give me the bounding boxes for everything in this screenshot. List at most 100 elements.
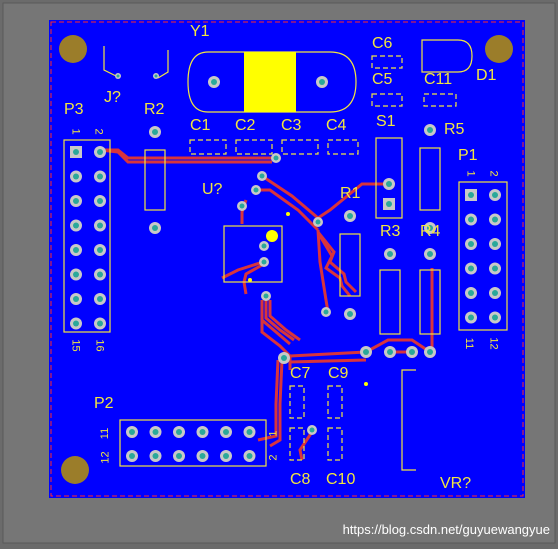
header-pin[interactable] [70, 244, 82, 256]
header-pin[interactable] [94, 219, 106, 232]
label-c8: C8 [290, 471, 311, 488]
pin-marker [286, 212, 290, 216]
resistor-pad[interactable] [344, 308, 356, 320]
pin-number: 2 [267, 454, 280, 461]
via[interactable] [257, 171, 267, 181]
header-pin[interactable] [489, 238, 501, 250]
resistor-pad[interactable] [384, 346, 396, 358]
header-pin[interactable] [220, 450, 232, 462]
header-pin[interactable] [220, 426, 232, 438]
header-pin[interactable] [94, 317, 106, 330]
header-pin[interactable] [489, 213, 501, 226]
pin-marker [248, 278, 252, 282]
label-r4: R4 [420, 223, 441, 240]
header-pin[interactable] [94, 195, 106, 207]
via[interactable] [307, 425, 317, 435]
header-pin[interactable] [126, 450, 138, 462]
header-pin[interactable] [70, 219, 82, 232]
label-c2: C2 [235, 117, 256, 134]
label-c5: C5 [372, 71, 393, 88]
resistor-pad[interactable] [384, 248, 396, 260]
watermark: https://blog.csdn.net/guyuewangyue [342, 522, 550, 537]
header-pin[interactable] [243, 426, 256, 438]
header-pin[interactable] [149, 450, 162, 462]
header-pin[interactable] [126, 426, 138, 438]
resistor-pad[interactable] [149, 222, 161, 234]
pad[interactable] [278, 352, 290, 364]
header-pin[interactable] [489, 287, 501, 299]
label-j: J? [104, 89, 121, 106]
header-pin[interactable] [465, 213, 477, 226]
jumper-pad[interactable] [153, 73, 159, 79]
label-y1: Y1 [190, 23, 210, 40]
header-pin[interactable] [94, 146, 106, 158]
crystal-pad[interactable] [316, 76, 328, 88]
header-pin[interactable] [489, 189, 501, 201]
pin-number: 2 [92, 128, 105, 135]
switch-pad[interactable] [383, 178, 395, 190]
pin-number: 12 [99, 451, 112, 464]
header-pin[interactable] [149, 426, 162, 438]
header-pin[interactable] [70, 268, 82, 281]
header-pin[interactable] [465, 189, 477, 201]
header-pin[interactable] [465, 262, 477, 275]
pin-number: 11 [99, 427, 112, 440]
label-p2: P2 [94, 395, 114, 412]
via[interactable] [259, 257, 269, 267]
pad[interactable] [360, 346, 372, 358]
header-pin[interactable] [243, 450, 256, 462]
resistor-pad[interactable] [344, 210, 356, 222]
header-pin[interactable] [70, 317, 82, 330]
via[interactable] [321, 307, 331, 317]
header-pin[interactable] [94, 268, 106, 281]
crystal-y1-body[interactable] [244, 52, 296, 112]
via[interactable] [261, 291, 271, 301]
resistor-pad[interactable] [424, 222, 436, 234]
resistor-pad[interactable] [424, 248, 436, 260]
header-pin[interactable] [70, 170, 82, 183]
pad-layer[interactable] [70, 73, 501, 462]
via[interactable] [251, 185, 261, 195]
trace-group[interactable] [99, 148, 434, 461]
pin-marker [266, 230, 278, 242]
mounting-hole[interactable] [59, 35, 87, 63]
header-pin[interactable] [70, 195, 82, 207]
header-pin[interactable] [94, 170, 106, 183]
resistor-pad[interactable] [424, 124, 436, 136]
header-pin[interactable] [489, 311, 501, 324]
label-r3: R3 [380, 223, 401, 240]
mounting-hole[interactable] [61, 456, 89, 484]
header-pin[interactable] [196, 426, 209, 438]
header-pin[interactable] [196, 450, 209, 462]
header-pin[interactable] [70, 146, 82, 158]
header-pin[interactable] [465, 287, 477, 299]
resistor-pad[interactable] [149, 126, 161, 138]
pin-number: 15 [69, 339, 82, 352]
header-pin[interactable] [70, 293, 82, 305]
header-pin[interactable] [173, 450, 185, 462]
switch-pad[interactable] [383, 198, 395, 210]
header-pin[interactable] [489, 262, 501, 275]
label-u: U? [202, 181, 223, 198]
header-pin[interactable] [465, 238, 477, 250]
jumper-pad[interactable] [115, 73, 121, 79]
label-c10: C10 [326, 471, 356, 488]
header-pin[interactable] [465, 311, 477, 324]
pad[interactable] [406, 346, 418, 358]
label-r2: R2 [144, 101, 165, 118]
via[interactable] [259, 241, 269, 251]
mounting-hole[interactable] [485, 35, 513, 63]
header-pin[interactable] [94, 244, 106, 256]
resistor-pad[interactable] [424, 346, 436, 358]
crystal-pad[interactable] [208, 76, 220, 88]
pin-number: 1 [267, 430, 280, 437]
label-r5: R5 [444, 121, 465, 138]
label-c3: C3 [281, 117, 302, 134]
header-pin[interactable] [173, 426, 185, 438]
via[interactable] [237, 201, 247, 211]
via[interactable] [271, 153, 281, 163]
header-pin[interactable] [94, 293, 106, 305]
via[interactable] [313, 217, 323, 227]
